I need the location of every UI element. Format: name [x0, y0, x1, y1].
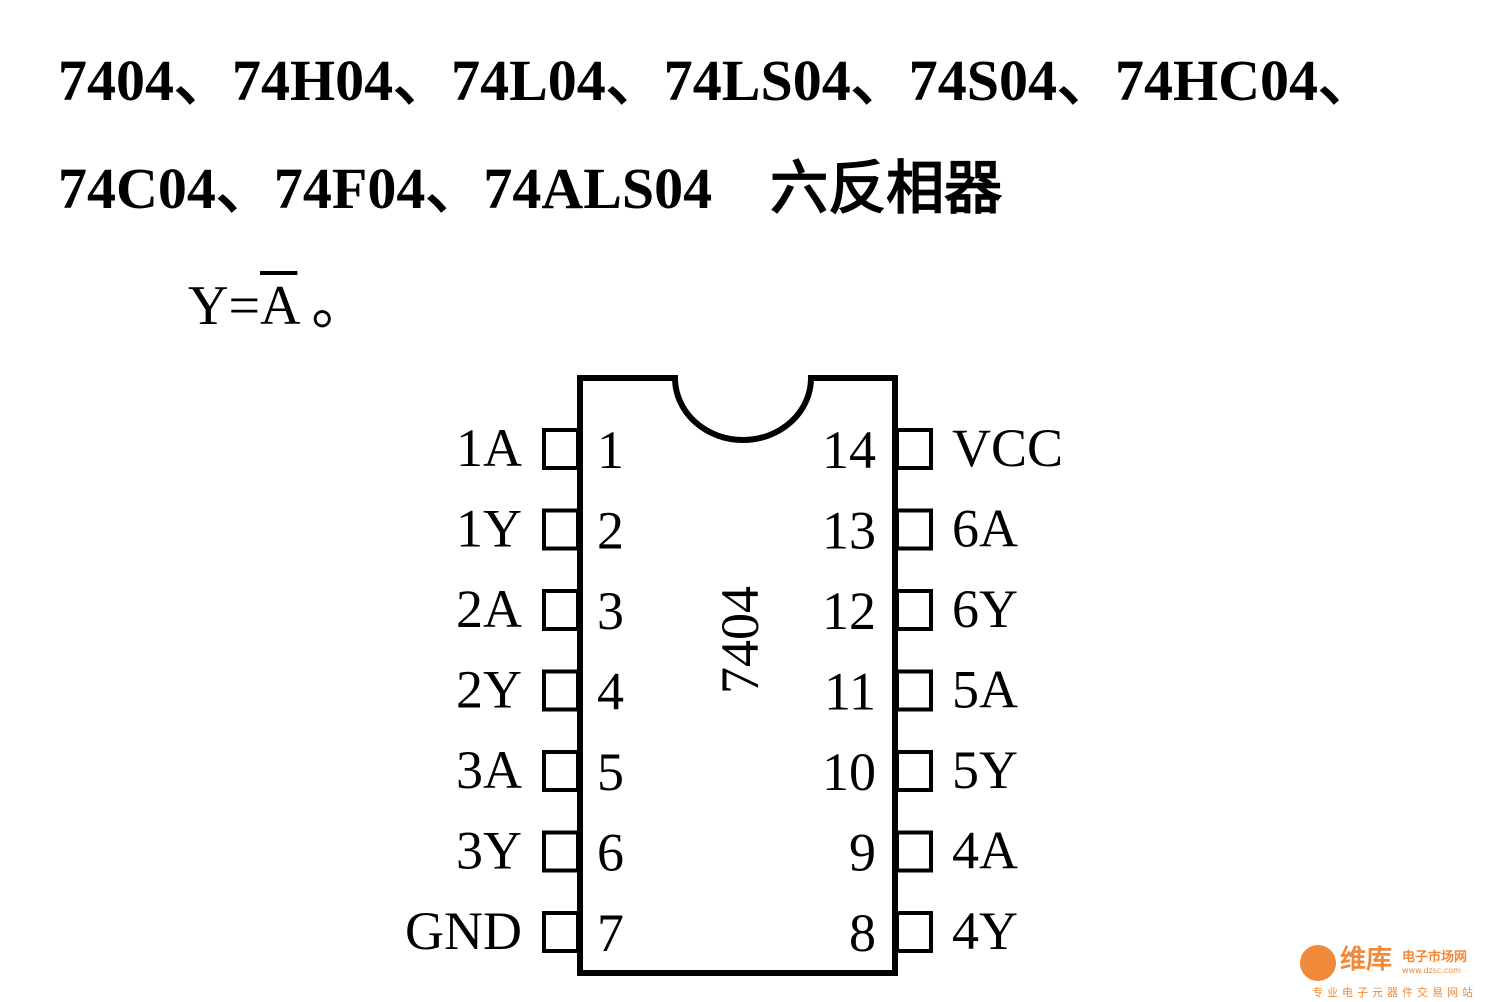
pin-5-label: 3A — [456, 740, 522, 800]
pin-8-label: 4Y — [952, 901, 1018, 961]
pin-3-number: 3 — [597, 581, 624, 641]
pin-9-pad — [895, 830, 933, 873]
pin-13-number: 13 — [822, 501, 876, 561]
pin-8-pad — [895, 911, 933, 953]
pin-9-number: 9 — [849, 823, 876, 883]
pin-3-label: 2A — [456, 579, 522, 639]
pin-9-label: 4A — [952, 821, 1018, 881]
pin-12-label: 6Y — [952, 579, 1018, 639]
pin-6-label: 3Y — [456, 821, 522, 881]
watermark-url: www.dzsc.com — [1402, 966, 1461, 975]
formula-lhs: Y= — [188, 275, 261, 337]
watermark-name: 维库 — [1340, 945, 1393, 975]
title-line-1: 7404、74H04、74L04、74LS04、74S04、74HC04、 — [58, 48, 1376, 113]
pin-6-number: 6 — [597, 823, 624, 883]
pin-13-label: 6A — [952, 499, 1018, 559]
pin-11-pad — [895, 669, 933, 712]
pin-12-number: 12 — [822, 581, 876, 641]
pin-3-pad — [542, 589, 580, 631]
pin-12-pad — [895, 589, 933, 631]
pin-7-label: GND — [405, 901, 522, 961]
title-line-2: 74C04、74F04、74ALS04 六反相器 — [58, 156, 1003, 221]
chip-name: 7404 — [710, 586, 770, 694]
pin-2-pad — [542, 508, 580, 551]
pin-5-pad — [542, 750, 580, 792]
pin-1-pad — [542, 428, 580, 470]
pin-1-number: 1 — [597, 420, 624, 480]
pin-13-pad — [895, 508, 933, 551]
pin-2-label: 1Y — [456, 499, 522, 559]
logic-formula: Y=A 。 — [188, 278, 367, 334]
pin-5-number: 5 — [597, 742, 624, 802]
watermark-sub: 电子市场网 — [1402, 950, 1468, 965]
watermark: 维库 电子市场网 www.dzsc.com 专业电子元器件交易网站 — [1300, 945, 1480, 1000]
chip-body — [577, 375, 898, 976]
pin-4-number: 4 — [597, 662, 624, 722]
formula-end: 。 — [311, 275, 368, 337]
pin-11-label: 5A — [952, 660, 1018, 720]
pin-8-number: 8 — [849, 903, 876, 963]
pin-6-pad — [542, 830, 580, 873]
pin-7-pad — [542, 911, 580, 953]
pin-10-label: 5Y — [952, 740, 1018, 800]
pin-10-number: 10 — [822, 742, 876, 802]
watermark-logo-icon — [1300, 945, 1336, 981]
pin-14-label: VCC — [952, 418, 1063, 478]
formula-var-inverted: A — [260, 275, 298, 337]
pin-1-label: 1A — [456, 418, 522, 478]
pin-11-number: 11 — [824, 662, 876, 722]
pin-4-pad — [542, 669, 580, 712]
pin-2-number: 2 — [597, 501, 624, 561]
pin-10-pad — [895, 750, 933, 792]
pin-14-number: 14 — [822, 420, 876, 480]
pin-4-label: 2Y — [456, 660, 522, 720]
watermark-tagline: 专业电子元器件交易网站 — [1312, 986, 1477, 999]
pin-7-number: 7 — [597, 903, 624, 963]
pin-14-pad — [895, 428, 933, 470]
right-pins: 14 VCC 13 6A 12 6Y 11 5A 10 5Y 9 4A 8 4Y — [822, 418, 1063, 963]
